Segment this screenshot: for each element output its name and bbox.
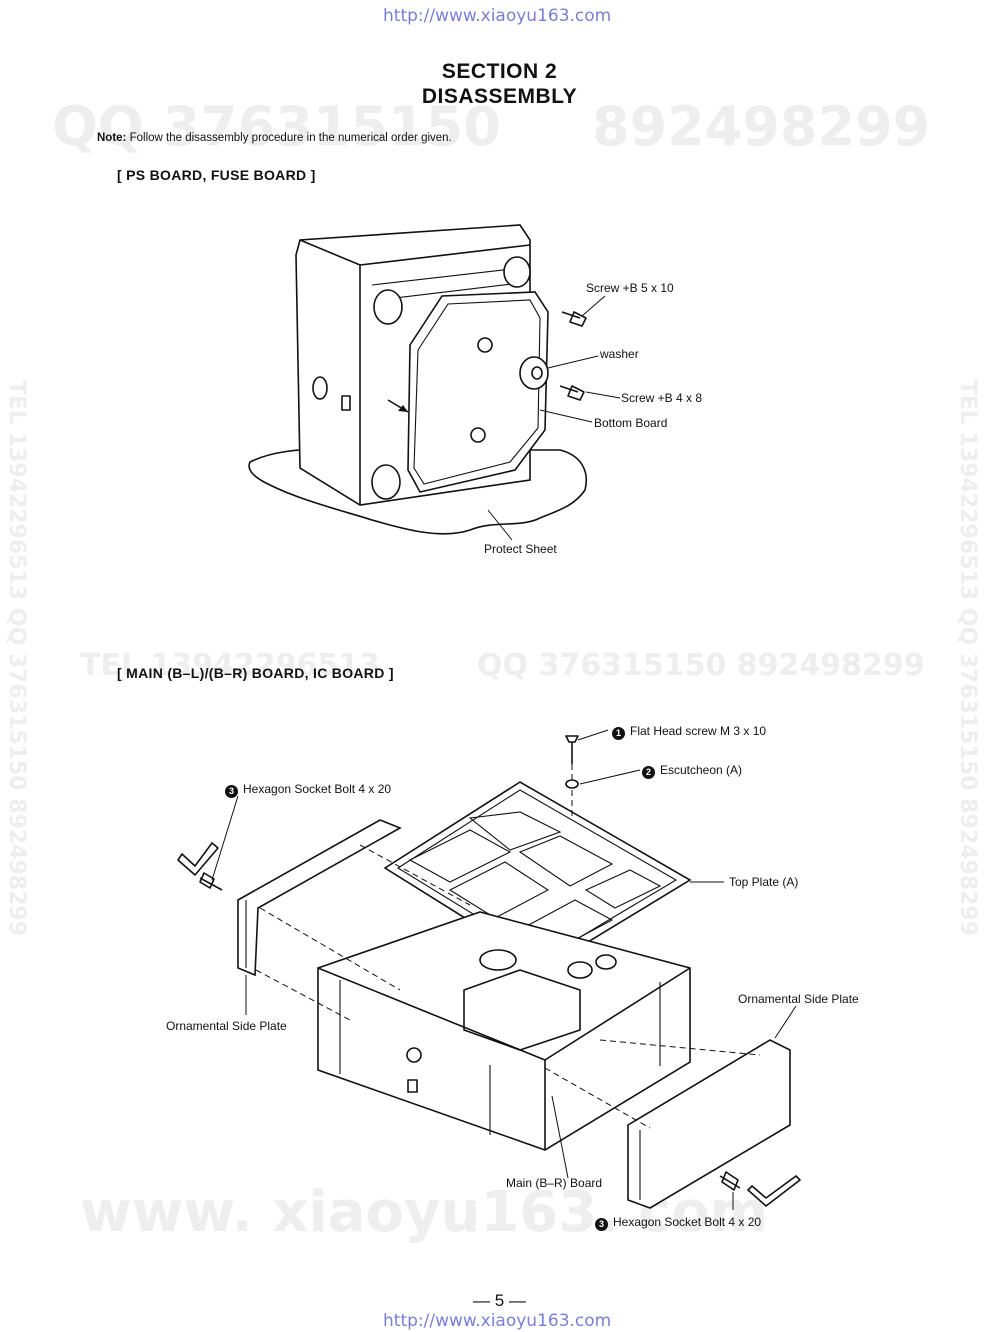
main-chassis: [317, 911, 691, 1151]
label-bottom-board: Bottom Board: [594, 416, 668, 430]
watermark-side-right: TEL 13942296513 QQ 376315150 892498299: [955, 380, 980, 937]
label-hex-bolt-left: 3 Hexagon Socket Bolt 4 x 20: [225, 782, 391, 798]
flat-head-text: Flat Head screw M 3 x 10: [630, 724, 767, 738]
hex-bolt-left: [199, 872, 223, 891]
ornamental-side-plate-right: [627, 1039, 791, 1209]
label-flat-head-screw: 1 Flat Head screw M 3 x 10: [612, 724, 766, 740]
label-ornamental-right: Ornamental Side Plate: [738, 992, 859, 1006]
section-title: SECTION 2: [441, 60, 558, 83]
label-hex-bolt-right: 3 Hexagon Socket Bolt 4 x 20: [595, 1215, 761, 1231]
washer: [519, 356, 549, 390]
step-1-badge: 1: [612, 727, 625, 740]
watermark-mid-left: TEL 13942296513: [80, 648, 381, 683]
escutcheon: [565, 779, 579, 789]
label-screw-4x8: Screw +B 4 x 8: [621, 391, 703, 405]
label-ornamental-left: Ornamental Side Plate: [166, 1019, 287, 1033]
ornamental-side-plate-left: [237, 819, 402, 977]
label-screw-5x10: Screw +B 5 x 10: [586, 281, 674, 295]
watermark-mid: QQ 376315150 892498299: [477, 648, 925, 683]
watermark-top-left: QQ 376315150: [52, 95, 501, 158]
flat-head-screw: [565, 735, 579, 764]
hex-key-left: [177, 842, 219, 876]
hex-right-text: Hexagon Socket Bolt 4 x 20: [613, 1215, 762, 1229]
procedure-note: Note: Follow the disassembly procedure i…: [97, 132, 452, 144]
main-board-diagram: [177, 729, 801, 1210]
hex-left-text: Hexagon Socket Bolt 4 x 20: [243, 782, 392, 796]
watermark-top-right: 892498299: [592, 95, 931, 158]
section-heading-ps-board: [ PS BOARD, FUSE BOARD ]: [117, 167, 316, 183]
foot: [373, 289, 403, 325]
note-label: Note:: [97, 132, 127, 144]
header-url[interactable]: http://www.xiaoyu163.com: [383, 6, 612, 26]
ps-board-diagram: [248, 224, 621, 541]
foot: [503, 256, 531, 288]
hex-key-right: [747, 1175, 801, 1207]
bottom-board: [407, 291, 549, 493]
label-top-plate: Top Plate (A): [729, 875, 799, 889]
watermark-side-left: TEL 13942296513 QQ 376315150 892498299: [4, 380, 29, 937]
page-number: — 5 —: [473, 1291, 526, 1310]
step-2-badge: 2: [642, 766, 655, 779]
label-main-br-board: Main (B–R) Board: [506, 1176, 603, 1190]
label-escutcheon: 2 Escutcheon (A): [642, 763, 742, 779]
section-heading-main-board: [ MAIN (B–L)/(B–R) BOARD, IC BOARD ]: [117, 665, 394, 681]
note-text: Follow the disassembly procedure in the …: [129, 132, 452, 144]
step-3-badge-left: 3: [225, 785, 238, 798]
screw-4x8: [559, 385, 585, 401]
hex-bolt-right: [719, 1171, 741, 1191]
step-3-badge-right: 3: [595, 1218, 608, 1231]
footer-url[interactable]: http://www.xiaoyu163.com: [383, 1311, 612, 1331]
escutcheon-text: Escutcheon (A): [660, 763, 743, 777]
label-washer: washer: [600, 347, 639, 361]
foot: [371, 464, 401, 500]
protect-sheet: [248, 448, 587, 535]
section-subtitle: DISASSEMBLY: [421, 85, 578, 108]
label-protect-sheet: Protect Sheet: [484, 542, 557, 556]
